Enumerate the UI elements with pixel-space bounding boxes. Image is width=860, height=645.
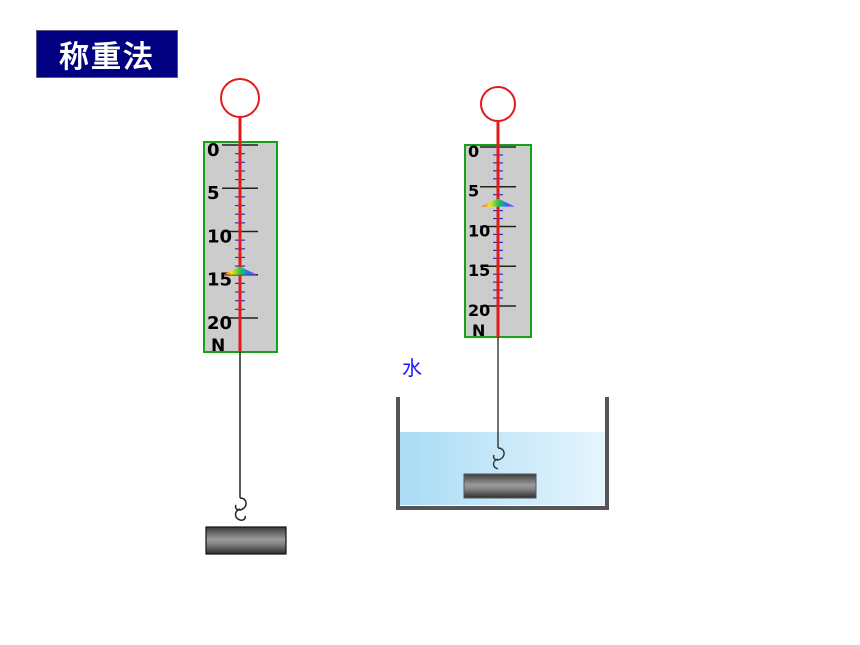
right-scale-label-15: 15 (468, 261, 490, 280)
left-unit-label: N (211, 336, 225, 356)
left-scale-label-5: 5 (207, 183, 220, 204)
left-scale-label-0: 0 (207, 140, 220, 161)
right-scale-labels: 0 5 10 15 20 (468, 142, 490, 320)
right-hanging-ring (480, 86, 516, 122)
left-scale-label-10: 10 (207, 226, 232, 247)
left-hanging-ring (220, 78, 260, 118)
beaker-outline (396, 397, 609, 510)
left-hook-icon (234, 497, 247, 521)
right-hook-icon (492, 447, 505, 470)
right-pointer-indicator (481, 198, 515, 207)
left-scale-labels: 0 5 10 15 20 (207, 140, 232, 334)
left-pointer-indicator (223, 266, 257, 275)
left-scale-label-15: 15 (207, 270, 232, 291)
right-weight-block (463, 473, 537, 499)
left-scale-label-20: 20 (207, 313, 232, 334)
water-label: 水 (402, 356, 422, 380)
left-spring-balance: 0 5 10 15 20 N (203, 78, 287, 555)
right-unit-label: N (472, 321, 485, 340)
method-title: 称重法 (36, 30, 178, 78)
left-weight-block (205, 526, 287, 555)
right-scale-label-10: 10 (468, 221, 490, 240)
right-scale-label-5: 5 (468, 182, 479, 201)
right-spring-balance: 0 5 10 15 20 N (396, 86, 609, 510)
right-scale-label-20: 20 (468, 301, 490, 320)
right-scale-label-0: 0 (468, 142, 479, 161)
